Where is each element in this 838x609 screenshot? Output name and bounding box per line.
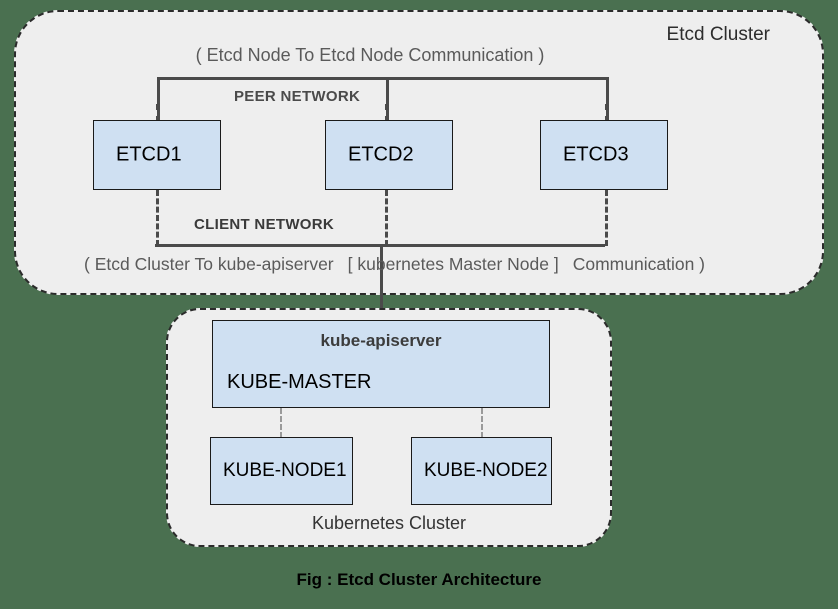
peer-network-stub-etcd2	[385, 104, 388, 122]
master-to-node1-connector	[280, 408, 282, 438]
etcd-node-3[interactable]: ETCD3	[540, 120, 668, 190]
peer-network-stub-etcd3	[605, 104, 608, 122]
kube-worker-node-2[interactable]: KUBE-NODE2	[411, 437, 552, 505]
etcd-peer-communication-caption: ( Etcd Node To Etcd Node Communication )	[195, 45, 545, 65]
client-network-drop-etcd2	[385, 190, 388, 246]
etcd-node-3-label: ETCD3	[563, 143, 629, 166]
client-communication-part-1: ( Etcd Cluster To kube-apiserver	[84, 254, 334, 274]
kube-worker-node-1-label: KUBE-NODE1	[223, 460, 347, 481]
client-network-drop-etcd3	[605, 190, 608, 246]
kube-master-label: KUBE-MASTER	[227, 371, 372, 393]
client-network-label: CLIENT NETWORK	[194, 216, 335, 233]
peer-network-bus-line	[157, 77, 609, 80]
peer-network-label: PEER NETWORK	[234, 88, 361, 105]
etcd-node-2[interactable]: ETCD2	[325, 120, 453, 190]
client-network-drop-etcd1	[156, 190, 159, 246]
client-network-to-kube-apiserver-line	[380, 244, 383, 322]
etcd-client-communication-caption: ( Etcd Cluster To kube-apiserver [ kubern…	[84, 254, 705, 275]
peer-network-drop-etcd3	[606, 77, 609, 122]
peer-network-drop-etcd1	[157, 77, 160, 122]
kube-master-node[interactable]: kube-apiserver KUBE-MASTER	[212, 320, 550, 408]
kube-apiserver-label: kube-apiserver	[320, 331, 442, 350]
kubernetes-cluster-title: Kubernetes Cluster	[311, 513, 467, 533]
client-communication-part-3: Communication )	[572, 254, 705, 274]
peer-network-drop-etcd2	[386, 77, 389, 122]
master-to-node2-connector	[481, 408, 483, 438]
etcd-node-1-label: ETCD1	[116, 143, 182, 166]
figure-caption: Fig : Etcd Cluster Architecture	[296, 570, 542, 589]
etcd-node-1[interactable]: ETCD1	[93, 120, 221, 190]
kube-worker-node-2-label: KUBE-NODE2	[424, 460, 548, 481]
peer-network-stub-etcd1	[156, 104, 159, 122]
client-communication-part-2: [ kubernetes Master Node ]	[347, 254, 559, 274]
etcd-cluster-title: Etcd Cluster	[666, 24, 770, 45]
etcd-node-2-label: ETCD2	[348, 143, 414, 166]
kube-worker-node-1[interactable]: KUBE-NODE1	[210, 437, 353, 505]
